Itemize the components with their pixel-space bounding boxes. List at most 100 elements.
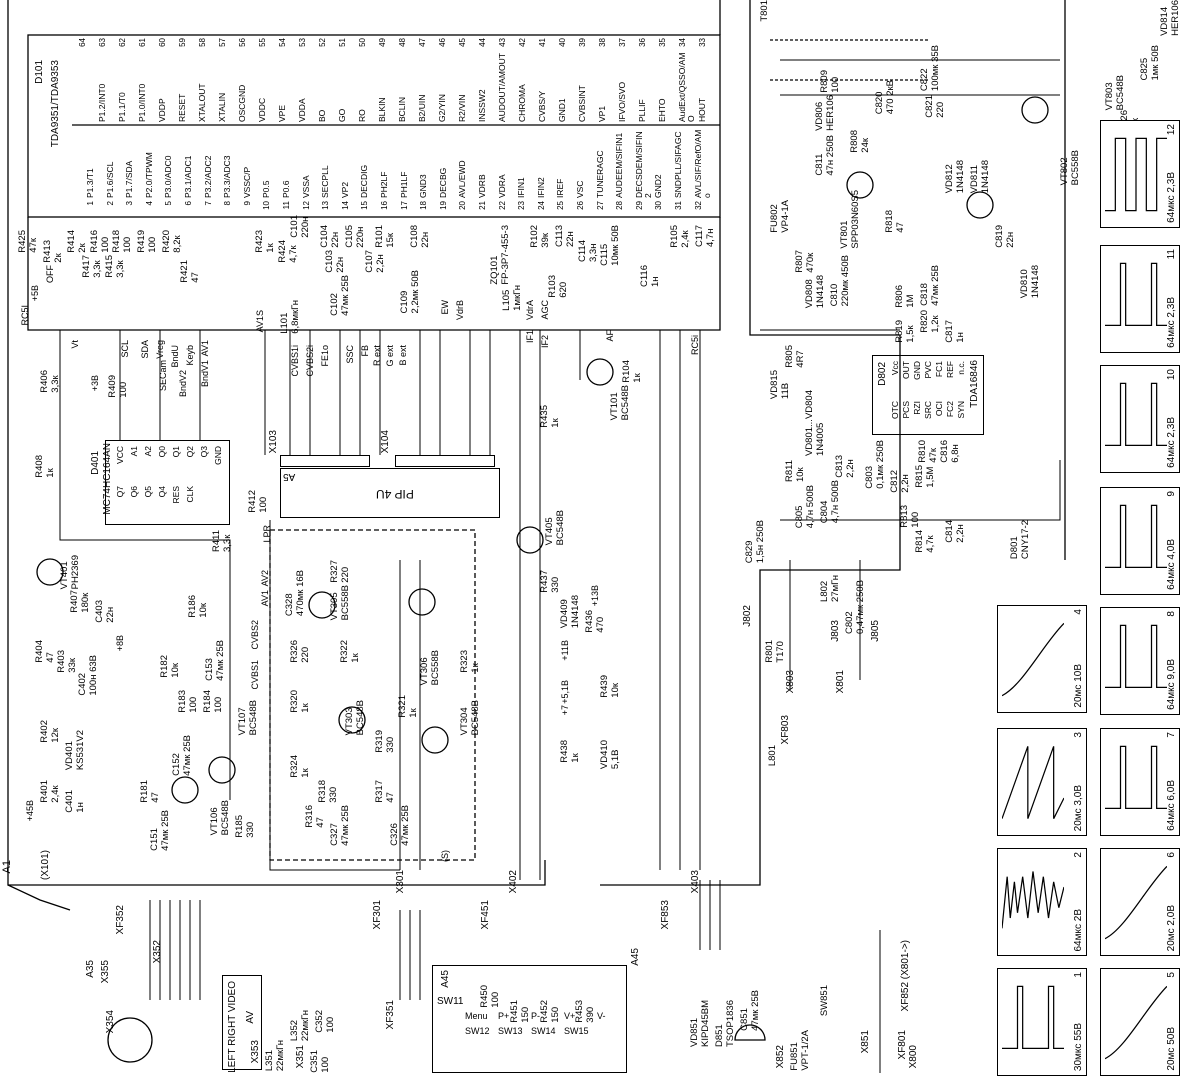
component-value: 100 <box>147 236 158 253</box>
component-value: 220 <box>300 646 311 663</box>
pin-number: 61 <box>138 38 147 47</box>
component-ref: VT803 <box>1104 82 1115 111</box>
component-ref: VD815 <box>769 370 780 400</box>
chip-d101-ref: D101 <box>34 60 45 84</box>
component-value: 3,3к <box>222 534 233 553</box>
pin-number: 23 <box>517 201 527 210</box>
connector-label: XF301 <box>372 900 383 930</box>
component-ref: R322 <box>339 640 350 663</box>
component-ref: C825 <box>1139 57 1150 81</box>
connector-label: XF852 (X801->) <box>900 940 911 1012</box>
pin-name: GND2 <box>653 174 664 198</box>
oscillogram-scale: 30мкс 55В <box>1073 1022 1084 1071</box>
component-ref: T801 <box>759 0 770 22</box>
net-label: AF <box>605 330 615 342</box>
pin-name: GND3 <box>418 174 429 198</box>
component-ref: R321 <box>397 695 408 718</box>
component-value: BC548B <box>1115 75 1126 111</box>
connector-label: XF853 <box>660 900 671 930</box>
component-value: 2,2мк 50В <box>410 270 421 314</box>
component-value: 1,5М <box>925 466 936 488</box>
component-value: 22н <box>330 231 341 248</box>
pin-name: XTALIN <box>217 92 227 122</box>
pin-name: OUT <box>901 361 911 379</box>
component-ref: L105 <box>501 289 512 311</box>
component-value: 47мк 25В <box>340 805 351 846</box>
pin-number: 57 <box>218 38 227 47</box>
component-value: 1к <box>550 418 561 428</box>
component-ref: VT305 <box>329 592 340 621</box>
component-ref: R103 <box>547 275 558 298</box>
pin-number: 26 <box>576 201 585 210</box>
connector-x101-label: (X101) <box>40 850 51 881</box>
component-value: 1к <box>632 373 643 383</box>
pin-name: P3.2/ADC2 <box>202 155 213 198</box>
pin-name: R2/VIN <box>457 94 467 122</box>
component-ref: R424 <box>277 240 288 263</box>
pin-name: IFIN2 <box>535 177 546 198</box>
component-sw851: SW851 <box>819 985 831 1016</box>
pin-name: AVL/EWD <box>457 160 468 198</box>
pin-number: 13 <box>321 201 331 210</box>
net-label: CVBS1 <box>250 660 260 690</box>
component-value: 1к <box>300 703 311 713</box>
pin-name: SECPLL <box>320 165 331 198</box>
component-ref: L101 <box>279 312 290 334</box>
component-ref: R102 <box>529 225 540 248</box>
waveform-trace <box>1002 746 1064 819</box>
component-ref: R819 <box>894 320 905 343</box>
pin-name: Q3 <box>199 446 209 458</box>
waveform-trace <box>1105 262 1167 326</box>
pin-number: 24 <box>536 201 546 210</box>
connector-label: X355 <box>100 960 111 984</box>
component-value: 4,7н <box>705 228 716 248</box>
oscillogram-scale: 64мкс 2,3В <box>1166 172 1177 223</box>
component-l801: L801 <box>767 745 779 766</box>
component-value: 100 <box>258 496 269 513</box>
pin-number: 16 <box>380 201 389 210</box>
component-ref: R419 <box>136 230 147 253</box>
pin-number: 64 <box>78 38 87 47</box>
net-label: LPR <box>262 525 272 543</box>
component-value: 47н 250В <box>825 135 836 176</box>
component-value: 2к <box>77 243 88 253</box>
pin-number: 12 <box>301 201 311 210</box>
component-ref: C153 <box>204 658 215 681</box>
pin-number: 49 <box>378 38 387 47</box>
pin-name: RES <box>171 486 181 504</box>
component-ref: R451 <box>509 1000 520 1023</box>
component-ref: VT801 <box>839 220 850 249</box>
pin-number: 3 <box>125 201 135 206</box>
component-value: 1мкГн <box>512 285 523 311</box>
component-value: 100 <box>122 236 133 253</box>
component-ref: R437 <box>539 570 550 593</box>
component-value: 1к <box>300 768 311 778</box>
component-value: 3,3к <box>92 260 103 278</box>
component-value: 390 <box>585 1006 596 1023</box>
key-switch: SW13 <box>498 1026 523 1036</box>
